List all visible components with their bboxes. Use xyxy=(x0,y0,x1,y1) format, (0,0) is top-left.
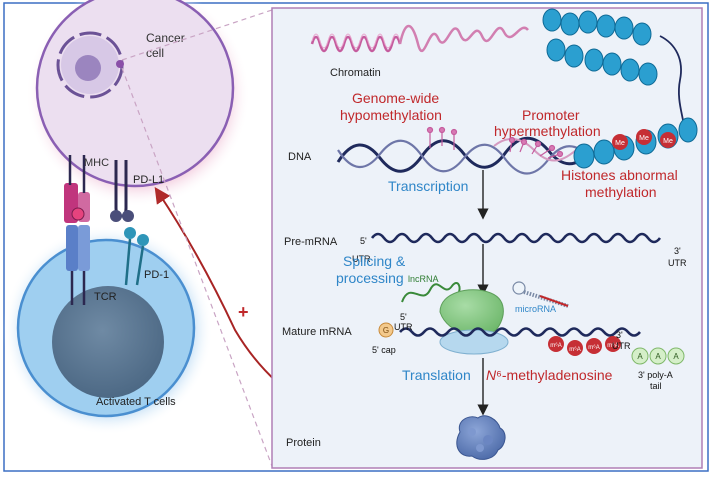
poly-a-tail: A A A xyxy=(631,347,685,365)
svg-text:m⁶A: m⁶A xyxy=(550,342,561,349)
mhc-label: MHC xyxy=(84,157,109,169)
histone-methyl-marks: Me Me Me xyxy=(612,129,676,150)
right-panel: Chromatin Genome-wide hypomethylation Pr… xyxy=(271,7,703,469)
nucleosome-fiber xyxy=(542,8,658,86)
pre-mrna-3utr: UTR xyxy=(668,258,687,268)
promoter-label-2: hypermethylation xyxy=(494,123,601,139)
genome-wide-label-2: hypomethylation xyxy=(340,107,442,123)
ribosome xyxy=(439,289,509,355)
svg-text:A: A xyxy=(655,352,661,361)
svg-text:Me: Me xyxy=(639,135,649,142)
svg-text:m⁶A: m⁶A xyxy=(607,342,618,349)
t-cell-nucleus xyxy=(52,286,164,398)
left-panel: Cancer cell MHC TCR PD-L xyxy=(3,0,453,444)
genome-wide-label-1: Genome-wide xyxy=(352,90,439,106)
mature-5utr: UTR xyxy=(394,322,413,332)
chromatin-coil xyxy=(310,35,402,53)
pre-mrna-3prime: 3' xyxy=(674,246,681,256)
histones-label-2: methylation xyxy=(585,184,657,200)
svg-text:m⁶A: m⁶A xyxy=(588,344,599,351)
cancer-cell-label-1: Cancer xyxy=(146,31,185,45)
mhc-complex xyxy=(64,155,90,223)
tcr-label: TCR xyxy=(94,291,117,303)
mature-mrna-label: Mature mRNA xyxy=(282,326,352,338)
pd-1-label: PD-1 xyxy=(144,269,169,281)
splicing-label-1: Splicing & xyxy=(343,253,406,269)
cap-glyph: G xyxy=(383,326,389,335)
pd-l1-ligand xyxy=(110,160,134,222)
m6a-marks: m⁶A m⁶A m⁶A m⁶A xyxy=(548,336,621,356)
mature-3utr: UTR xyxy=(612,341,631,351)
mature-5prime: 5' xyxy=(400,312,407,322)
microrna-hairpin xyxy=(512,281,569,308)
protein-blob xyxy=(456,415,506,460)
promoter-label-1: Promoter xyxy=(522,107,580,123)
pre-mrna-5prime: 5' xyxy=(360,236,367,246)
histones-label-1: Histones abnormal xyxy=(561,167,678,183)
svg-text:Me: Me xyxy=(615,140,625,147)
t-cell-label: Activated T cells xyxy=(96,396,176,408)
cancer-organelle xyxy=(116,60,124,68)
svg-text:A: A xyxy=(637,352,643,361)
zoom-line-bottom xyxy=(121,67,273,467)
svg-text:m⁶A: m⁶A xyxy=(569,346,580,353)
zoom-panel xyxy=(271,7,703,469)
lncrna-label: lncRNA xyxy=(408,274,439,284)
svg-text:Me: Me xyxy=(663,138,673,145)
antigen-peptide xyxy=(71,207,85,221)
pre-mrna-strand xyxy=(370,232,662,244)
svg-text:A: A xyxy=(673,352,679,361)
splicing-label-2: processing xyxy=(336,270,404,286)
five-prime-cap xyxy=(378,322,394,338)
pre-mrna-label: Pre-mRNA xyxy=(284,236,338,248)
pd-l1-label: PD-L1 xyxy=(133,174,164,186)
protein-label: Protein xyxy=(286,437,321,449)
transcription-label: Transcription xyxy=(388,178,468,194)
tcr-receptor xyxy=(66,225,90,305)
chromatin-label: Chromatin xyxy=(330,67,381,79)
pre-mrna-5utr: UTR xyxy=(352,254,371,264)
mature-3prime: 3' xyxy=(616,330,623,340)
methylation-marks xyxy=(426,126,564,159)
pd-1-receptor xyxy=(124,227,149,286)
microrna-label: microRNA xyxy=(515,304,556,314)
positive-regulation-sign: + xyxy=(238,302,249,322)
nucleolus xyxy=(75,55,101,81)
poly-a-label-2: tail xyxy=(650,381,662,391)
translation-label: Translation xyxy=(402,367,471,383)
chromatin-loops xyxy=(398,24,529,53)
m6a-full-label: N⁶-methyladenosine xyxy=(486,367,613,383)
dna-label: DNA xyxy=(288,151,312,163)
cancer-cell-label-2: cell xyxy=(146,46,164,60)
lncrna-squiggle xyxy=(401,282,461,303)
five-cap-label: 5' cap xyxy=(372,345,396,355)
poly-a-label-1: 3' poly-A xyxy=(638,370,673,380)
cancer-cell xyxy=(35,0,235,188)
mature-mrna-strand xyxy=(399,327,641,337)
